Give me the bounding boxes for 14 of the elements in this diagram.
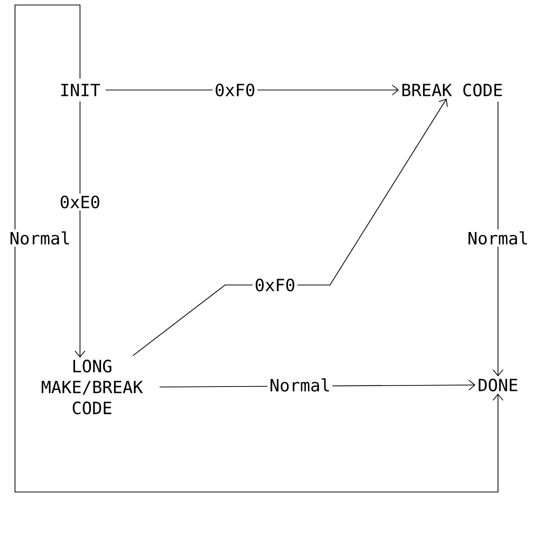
state-label: DONE	[478, 378, 518, 392]
edge-label: 0xF0	[212, 82, 258, 98]
state-label: LONG MAKE/BREAK CODE	[42, 360, 143, 414]
arrow	[132, 98, 448, 356]
edge-label: 0xF0	[252, 276, 298, 294]
arrow	[14, 4, 504, 492]
arrow	[492, 101, 504, 376]
state-label: INIT	[61, 84, 100, 96]
arrow	[74, 100, 86, 358]
edge-label: Normal	[465, 229, 531, 247]
edge-label: Normal	[267, 376, 333, 394]
edge-label: 0xE0	[58, 194, 102, 210]
edge-label: Normal	[7, 229, 73, 247]
state-label: BREAK CODE	[402, 84, 502, 96]
